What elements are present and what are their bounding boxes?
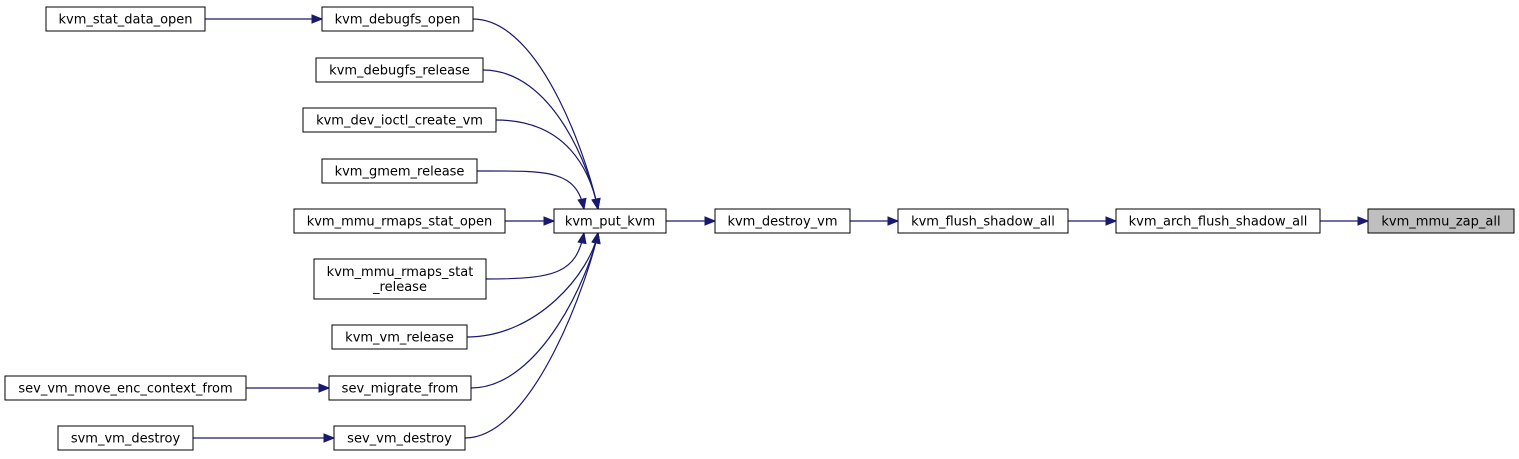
call-graph-nodes: kvm_stat_data_open kvm_debugfs_open kvm_de…	[4, 6, 1515, 451]
edge-line	[476, 170, 585, 210]
edge-line	[470, 232, 599, 389]
node-kvm-destroy-vm[interactable]: kvm_destroy_vm	[714, 208, 851, 234]
edge-line	[464, 232, 599, 439]
node-box	[57, 425, 194, 451]
node-box	[45, 6, 206, 32]
node-label: kvm_mmu_zap_all	[1381, 215, 1500, 230]
node-sev-migrate-from[interactable]: sev_migrate_from	[328, 375, 472, 401]
edge-line	[482, 69, 599, 210]
node-kvm-vm-release[interactable]: kvm_vm_release	[331, 324, 468, 350]
edge-kvm-stat-data-open-to-kvm-debugfs-open	[205, 14, 324, 24]
node-label: kvm_flush_shadow_all	[911, 215, 1055, 230]
node-label: kvm_vm_release	[345, 331, 454, 346]
edge-kvm-dev-ioctl-create-vm-to-kvm-put-kvm	[495, 119, 601, 211]
node-label: kvm_debugfs_release	[329, 64, 470, 79]
arrowhead-icon	[311, 14, 324, 24]
arrowhead-icon	[591, 231, 601, 245]
arrowhead-icon	[591, 197, 601, 211]
node-box	[553, 208, 667, 234]
node-box	[328, 375, 472, 401]
arrowhead-icon	[577, 197, 587, 211]
node-label: kvm_stat_data_open	[58, 13, 192, 28]
node-kvm-mmu-rmaps-stat-release[interactable]: kvm_mmu_rmaps_stat_release	[313, 258, 487, 300]
arrowhead-icon	[1357, 216, 1370, 226]
edge-svm-vm-destroy-to-sev-vm-destroy	[193, 433, 336, 443]
node-box	[4, 375, 247, 401]
arrowhead-icon	[1105, 216, 1118, 226]
node-sev-vm-move-enc-context-from[interactable]: sev_vm_move_enc_context_from	[4, 375, 247, 401]
node-label: _release	[372, 280, 427, 295]
node-label: kvm_arch_flush_shadow_all	[1129, 215, 1308, 230]
node-label: kvm_debugfs_open	[335, 13, 461, 28]
node-box	[331, 324, 468, 350]
node-label: svm_vm_destroy	[71, 432, 181, 447]
node-kvm-put-kvm[interactable]: kvm_put_kvm	[553, 208, 667, 234]
node-box	[333, 425, 466, 451]
node-label: kvm_destroy_vm	[727, 215, 837, 230]
node-kvm-mmu-zap-all: kvm_mmu_zap_all	[1367, 208, 1515, 234]
edge-kvm-mmu-rmaps-stat-open-to-kvm-put-kvm	[505, 216, 556, 226]
node-svm-vm-destroy[interactable]: svm_vm_destroy	[57, 425, 194, 451]
node-sev-vm-destroy[interactable]: sev_vm_destroy	[333, 425, 466, 451]
node-label: sev_migrate_from	[342, 382, 459, 397]
arrowhead-icon	[318, 383, 331, 393]
arrowhead-icon	[577, 231, 587, 245]
node-box	[293, 208, 506, 234]
edge-kvm-debugfs-release-to-kvm-put-kvm	[482, 69, 601, 211]
arrowhead-icon	[704, 216, 717, 226]
node-box	[1115, 208, 1321, 234]
node-kvm-stat-data-open[interactable]: kvm_stat_data_open	[45, 6, 206, 32]
node-box	[313, 258, 487, 300]
node-label: kvm_mmu_rmaps_stat	[327, 265, 474, 280]
node-kvm-flush-shadow-all[interactable]: kvm_flush_shadow_all	[897, 208, 1069, 234]
arrowhead-icon	[887, 216, 900, 226]
arrowhead-icon	[323, 433, 336, 443]
edge-sev-migrate-from-to-kvm-put-kvm	[470, 231, 601, 389]
node-box	[302, 107, 497, 133]
node-label: sev_vm_destroy	[347, 432, 452, 447]
node-box	[897, 208, 1069, 234]
node-label: sev_vm_move_enc_context_from	[18, 382, 232, 397]
node-kvm-dev-ioctl-create-vm[interactable]: kvm_dev_ioctl_create_vm	[302, 107, 497, 133]
edge-kvm-flush-shadow-all-to-kvm-arch-flush-shadow-all	[1068, 216, 1118, 226]
node-kvm-mmu-rmaps-stat-open[interactable]: kvm_mmu_rmaps_stat_open	[293, 208, 506, 234]
edge-sev-vm-destroy-to-kvm-put-kvm	[464, 231, 601, 439]
node-kvm-arch-flush-shadow-all[interactable]: kvm_arch_flush_shadow_all	[1115, 208, 1321, 234]
edge-line	[485, 232, 585, 280]
node-kvm-gmem-release[interactable]: kvm_gmem_release	[321, 158, 478, 184]
node-kvm-debugfs-release[interactable]: kvm_debugfs_release	[315, 57, 484, 83]
node-label: kvm_put_kvm	[565, 215, 655, 230]
arrowhead-icon	[543, 216, 556, 226]
node-label: kvm_mmu_rmaps_stat_open	[307, 215, 493, 230]
edge-kvm-put-kvm-to-kvm-destroy-vm	[666, 216, 717, 226]
node-box	[315, 57, 484, 83]
node-box	[1367, 208, 1515, 234]
edge-kvm-mmu-rmaps-stat-release-to-kvm-put-kvm	[485, 231, 587, 280]
edge-kvm-arch-flush-shadow-all-to-kvm-mmu-zap-all	[1320, 216, 1370, 226]
node-box	[714, 208, 851, 234]
node-box	[321, 6, 474, 32]
node-label: kvm_gmem_release	[335, 165, 465, 180]
edge-sev-vm-move-enc-context-from-to-sev-migrate-from	[246, 383, 331, 393]
node-box	[321, 158, 478, 184]
edge-line	[466, 232, 599, 338]
node-kvm-debugfs-open[interactable]: kvm_debugfs_open	[321, 6, 474, 32]
node-label: kvm_dev_ioctl_create_vm	[316, 114, 483, 129]
call-graph-edges	[193, 14, 1370, 443]
edge-line	[495, 119, 599, 210]
edge-kvm-destroy-vm-to-kvm-flush-shadow-all	[850, 216, 900, 226]
edge-kvm-gmem-release-to-kvm-put-kvm	[476, 170, 587, 211]
